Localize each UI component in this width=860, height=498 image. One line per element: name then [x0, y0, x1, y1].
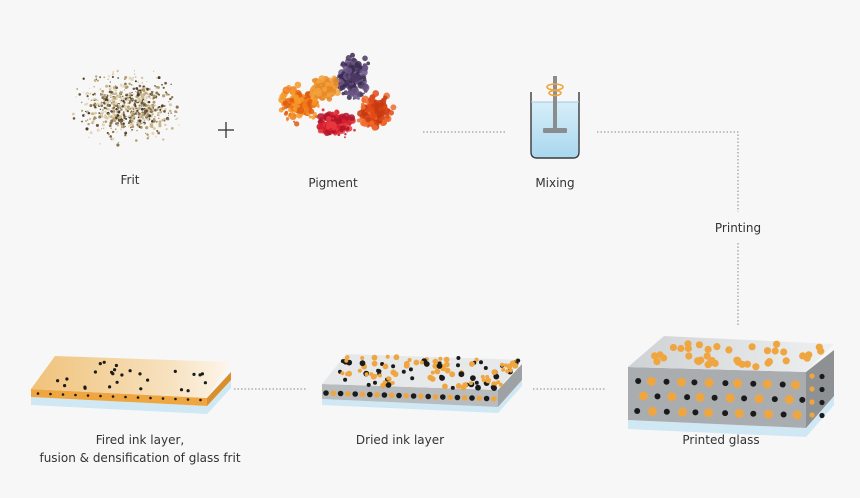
connector-mixing-printing [597, 131, 739, 212]
fired-ink-layer-label: Fired ink layer, fusion & densification … [20, 431, 260, 467]
fired-ink-label-line1: Fired ink layer, [95, 433, 185, 447]
mixing-label: Mixing [535, 176, 575, 190]
printing-label: Printing [714, 221, 762, 235]
dried-ink-layer-label: Dried ink layer [355, 433, 445, 447]
frit-label: Frit [120, 173, 140, 187]
plus-icon [218, 122, 234, 138]
pigment-label: Pigment [308, 176, 358, 190]
printed-glass-label: Printed glass [682, 433, 760, 447]
fired-ink-layer-slab [31, 356, 231, 414]
frit-pile-icon [72, 69, 180, 147]
connector-lines [234, 131, 739, 390]
mixing-beaker-icon [530, 76, 580, 159]
fired-ink-label-line2: fusion & densification of glass frit [39, 451, 241, 465]
dried-ink-layer-slab [322, 354, 522, 413]
printed-glass-slab [628, 336, 834, 437]
pigment-splash-icon [278, 52, 397, 139]
